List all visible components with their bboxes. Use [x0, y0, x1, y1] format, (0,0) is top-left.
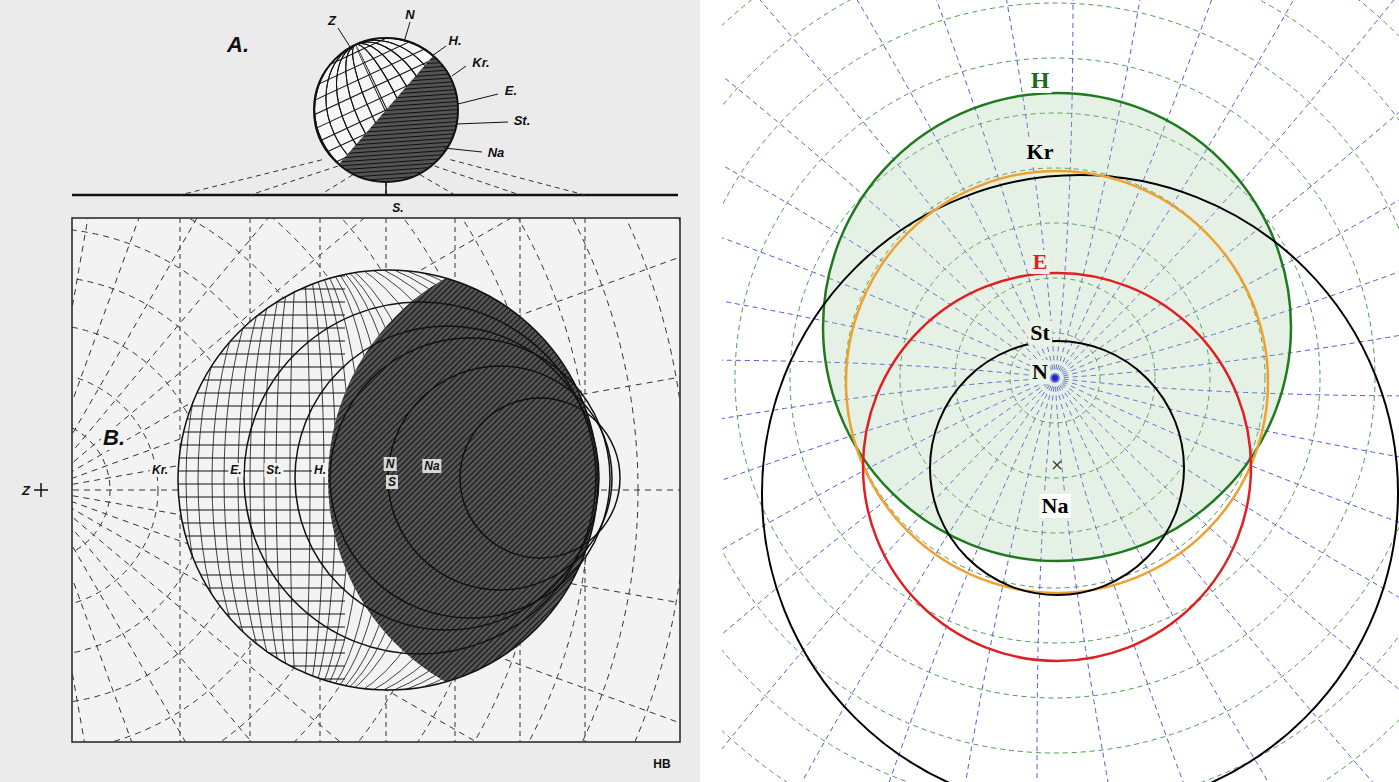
point-label: E — [1031, 250, 1050, 274]
point-label: N — [384, 457, 397, 471]
point-label: Kr. — [150, 463, 170, 477]
point-label: HB — [651, 757, 672, 771]
historic-figure — [0, 0, 940, 782]
point-label: St. — [264, 463, 283, 477]
modern-figure — [155, 0, 1399, 782]
point-label: E. — [228, 463, 243, 477]
point-label: N — [403, 7, 416, 22]
point-label: Kr — [1025, 140, 1056, 164]
point-label: St — [1028, 321, 1052, 345]
point-label: Na — [422, 459, 441, 473]
point-label: Na — [1040, 494, 1071, 518]
point-label: Z — [326, 13, 338, 28]
point-label: S — [386, 475, 398, 489]
point-label: N — [1030, 360, 1050, 384]
point-label: Na — [486, 145, 507, 160]
point-label: Z — [20, 483, 32, 498]
point-label: Kr. — [470, 55, 491, 70]
point-label: St. — [512, 113, 533, 128]
point-label: S. — [390, 201, 405, 215]
point-label: E. — [503, 83, 519, 98]
point-label: H — [1029, 67, 1052, 93]
point-label: H. — [312, 463, 328, 477]
point-label: B. — [101, 426, 127, 450]
point-label: H. — [447, 33, 464, 48]
point-label: A. — [225, 33, 251, 57]
